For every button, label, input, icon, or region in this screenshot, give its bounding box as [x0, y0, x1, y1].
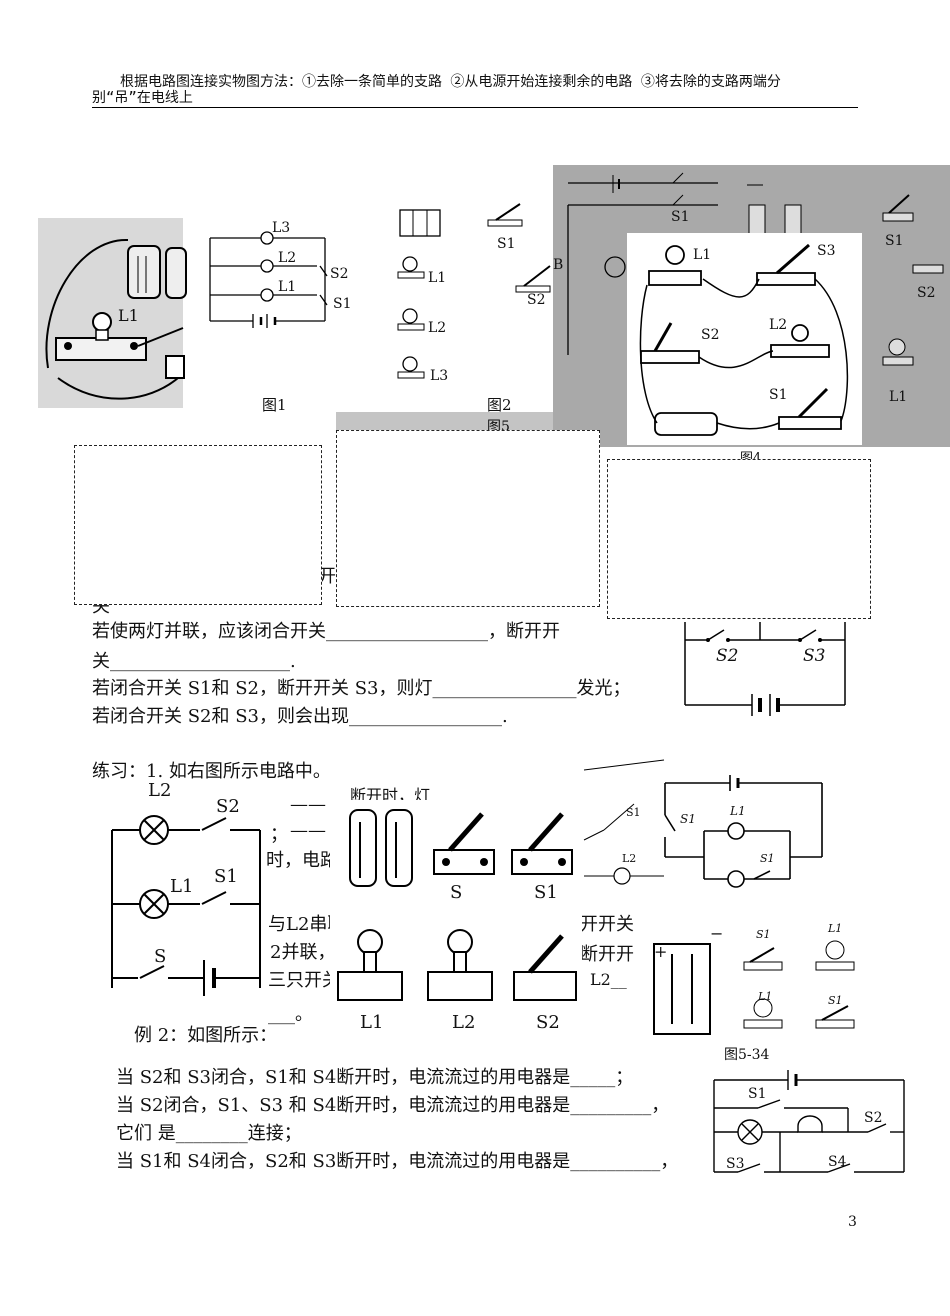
practice-fragment-d: 与L2串联 [268, 914, 346, 935]
practice-components: S S1 L1 L2 S2 [330, 800, 582, 1040]
practice-left-circuit [111, 815, 261, 996]
figure-3-strip [336, 412, 554, 432]
example2-label-s3: S3 [726, 1156, 745, 1172]
q1-line-2: 若使两灯并联，应该闭合开关__________________，断开开 [92, 621, 560, 642]
fig4-side-label-l1: L1 [889, 389, 908, 405]
fig4-label-l2: L2 [769, 317, 788, 333]
practice-rb-label-s1b: S1 [828, 994, 843, 1007]
practice-fragment-b: ； [270, 824, 288, 845]
practice-fragment-j: L2__ [590, 970, 627, 989]
q1-circuit-label-s3: S3 [803, 646, 826, 666]
component-label-s1: S1 [534, 882, 558, 903]
component-label-s2: S2 [536, 1012, 560, 1033]
fig4-side-label-s2: S2 [917, 285, 936, 301]
fig1-label-l2: L2 [278, 250, 297, 266]
figure-1-circuit [209, 231, 328, 328]
example2-line-4: 当 S1和 S4闭合，S2和 S3断开时，电流流过的用电器是__________… [116, 1151, 679, 1172]
lamp-battery-drawing [45, 238, 187, 400]
fig2-label-s1: S1 [497, 236, 516, 252]
practice-fragment-e: 2并联， [270, 942, 336, 963]
practice-right-components [653, 940, 855, 1035]
answer-box-3[interactable] [607, 459, 871, 619]
q1-circuit-label-s2: S2 [716, 646, 739, 666]
header-line-1: 根据电路图连接实物图方法：①去除一条简单的支路 ②从电源开始连接剩余的电路 ③将… [120, 74, 781, 90]
fig1-label-l1: L1 [278, 279, 297, 295]
q1-fragment-a: 开 [318, 566, 336, 587]
example2-label-s2: S2 [864, 1110, 883, 1126]
figure-2-components [397, 203, 551, 379]
practice-left-label-s: S [154, 946, 167, 967]
fig4-back-label-b: B [553, 257, 564, 273]
practice-rb-label-l1: L1 [828, 922, 843, 935]
q1-line-4: 若闭合开关 S1和 S2，断开开关 S3，则灯________________发… [92, 678, 631, 699]
practice-fragment-g: ___。 [268, 1004, 313, 1025]
fig4-label-s2: S2 [701, 327, 720, 343]
example2-line-1: 当 S2和 S3闭合，S1和 S4断开时，电流流过的用电器是_____； [116, 1067, 634, 1088]
fig2-caption: 图2 [487, 396, 512, 414]
practice-fig-caption: 图5-34 [724, 1047, 770, 1063]
component-label-s: S [450, 882, 463, 903]
fig4-label-s3: S3 [817, 243, 836, 259]
example2-line-3: 它们 是________连接； [116, 1123, 302, 1144]
practice-fragment-f: 三只开关 [268, 970, 340, 991]
practice-sketch-label-s1: S1 [626, 806, 641, 819]
fig2-label-s2: S2 [527, 292, 546, 308]
practice-blank-1: —— [290, 794, 326, 815]
figure-4-back-circuit [567, 172, 944, 366]
fig1-caption: 图1 [262, 396, 287, 414]
fig4-back-label-s1: S1 [671, 209, 690, 225]
practice-left-label-l2: L2 [148, 780, 172, 801]
practice-right-circuit [664, 775, 823, 888]
example2-label-s4: S4 [828, 1154, 847, 1170]
fig4-label-l1: L1 [693, 247, 712, 263]
practice-left-label-s2: S2 [216, 796, 240, 817]
fig1-label-s2: S2 [330, 266, 349, 282]
example2-circuit [713, 1070, 905, 1173]
example2-line-2: 当 S2闭合，S1、S3 和 S4断开时，电流流过的用电器是_________， [116, 1095, 670, 1116]
answer-box-1[interactable] [74, 445, 322, 605]
q1-line-5: 若闭合开关 S2和 S3，则会出现_________________. [92, 706, 508, 727]
fig1-label-l3: L3 [272, 220, 291, 236]
fig2-label-l1: L1 [428, 270, 447, 286]
fig2-label-l3: L3 [430, 368, 449, 384]
battery-minus-sign: − [710, 924, 724, 943]
practice-fragment-h: 开开关 [580, 914, 634, 935]
practice-left-label-s1: S1 [214, 866, 238, 887]
q1-circuit [684, 622, 846, 716]
practice-fragment-c: 时，电路 [266, 850, 338, 871]
practice-sketch-circuit [583, 759, 665, 885]
battery-plus-sign: + [654, 942, 668, 961]
fig2-label-l2: L2 [428, 320, 447, 336]
fig1-label-s1: S1 [333, 296, 352, 312]
figure-4-photo-drawing [639, 243, 849, 436]
header-rule [92, 107, 858, 108]
practice-left-label-l1: L1 [170, 876, 194, 897]
header-line-2: 别“吊”在电线上 [92, 90, 193, 106]
practice-right-label-s1: S1 [680, 812, 696, 826]
practice-rb-label-l1b: L1 [758, 990, 773, 1003]
practice-fragment-i: 断开开 [580, 944, 634, 965]
practice-blank-2: —— [290, 820, 326, 841]
photo-lamp-label: L1 [118, 306, 139, 325]
practice-components-drawing [337, 809, 577, 1001]
answer-box-2[interactable] [336, 430, 600, 607]
practice-rb-label-s1: S1 [756, 928, 771, 941]
figure-4-photo: L1 S3 S2 L2 S1 [627, 233, 862, 445]
example2-title: 例 2：如图所示： [134, 1025, 278, 1046]
example2-label-s1: S1 [748, 1086, 767, 1102]
photo-lamp-battery: L1 [38, 218, 187, 408]
q1-line-3: 关____________________. [92, 651, 296, 672]
page-number: 3 [848, 1214, 857, 1230]
fig4-side-label-s1: S1 [885, 233, 904, 249]
component-label-l1: L1 [360, 1012, 384, 1033]
fig4-label-s1: S1 [769, 387, 788, 403]
practice-sketch-label-l2: L2 [622, 852, 637, 865]
practice-right-label-l1: L1 [730, 804, 746, 818]
practice-right-label-s1b: S1 [760, 852, 775, 865]
component-label-l2: L2 [452, 1012, 476, 1033]
practice-title: 练习：1. 如右图所示电路中。 [92, 761, 331, 782]
